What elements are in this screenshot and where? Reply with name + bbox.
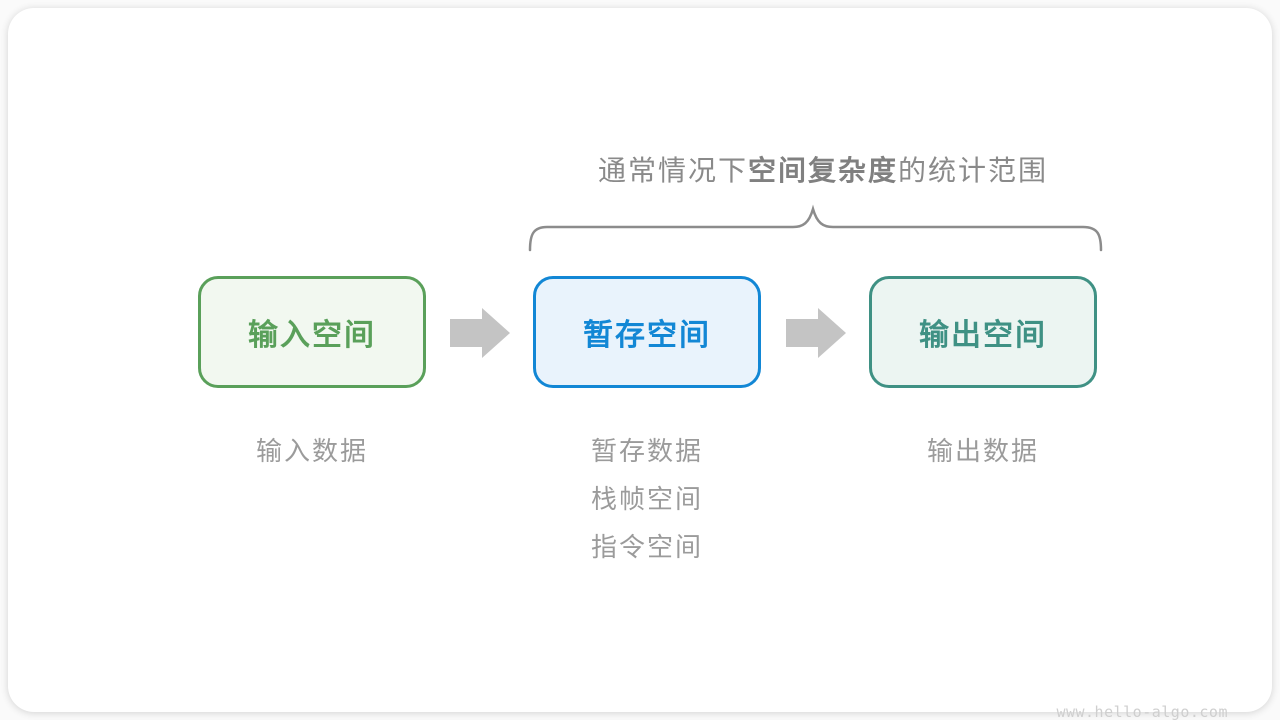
diagram-card: 通常情况下空间复杂度的统计范围 输入空间 暂存空间 输出空间 输入数据 暂存数据… — [8, 8, 1272, 720]
stack-frame-note: 栈帧空间 — [590, 484, 703, 514]
diagram-title: 通常情况下空间复杂度的统计范围 — [523, 149, 1123, 189]
output-space-label: 输出空间 — [919, 319, 1047, 352]
brace-path — [528, 204, 1103, 252]
temporary-space-box: 暂存空间 — [533, 276, 761, 388]
arrow-shape — [786, 308, 846, 358]
output-data-note: 输出数据 — [926, 436, 1039, 466]
input-space-label: 输入空间 — [248, 319, 376, 352]
temporary-data-note: 暂存数据 — [590, 436, 703, 466]
arrow-right-icon — [786, 308, 846, 358]
input-space-box: 输入空间 — [198, 276, 426, 388]
title-suffix: 的统计范围 — [898, 155, 1049, 186]
temporary-space-label: 暂存空间 — [583, 319, 711, 352]
scope-brace — [528, 204, 1103, 252]
watermark-url: www.hello-algo.com — [1056, 703, 1228, 720]
title-keyword: 空间复杂度 — [747, 155, 898, 186]
instruction-note: 指令空间 — [590, 532, 703, 562]
title-prefix: 通常情况下 — [597, 155, 748, 186]
arrow-shape — [450, 308, 510, 358]
output-space-box: 输出空间 — [869, 276, 1097, 388]
input-data-note: 输入数据 — [255, 436, 368, 466]
arrow-right-icon — [450, 308, 510, 358]
